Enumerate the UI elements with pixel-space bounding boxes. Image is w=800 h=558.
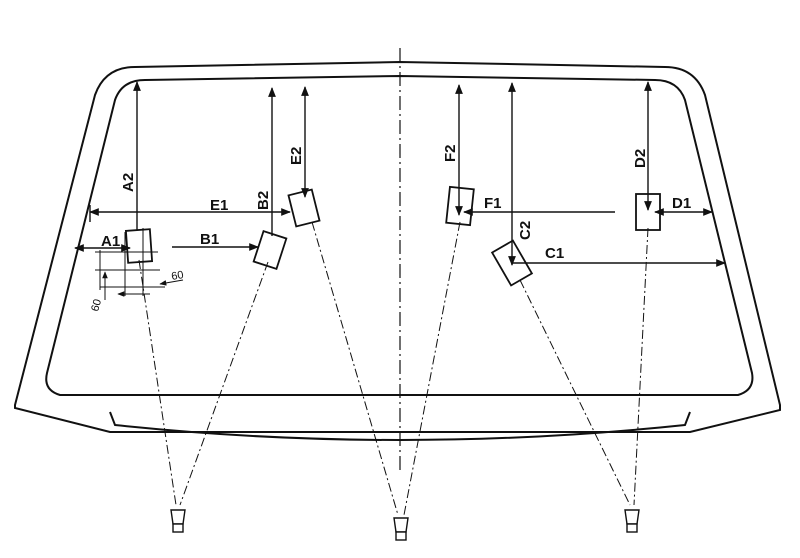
label-60-left: 60 [89, 298, 104, 313]
bracket-e [287, 188, 321, 228]
label-f2: F2 [442, 144, 459, 162]
label-d2: D2 [632, 149, 649, 168]
label-b2: B2 [255, 191, 272, 210]
frame-inner-edge [45, 74, 754, 396]
nozzle-right-icon [624, 509, 640, 533]
label-60-right: 60 [170, 269, 184, 283]
nozzle-center-icon [393, 517, 409, 541]
label-d1: D1 [672, 195, 691, 212]
dimension-arrows [74, 81, 726, 267]
leader-lines [138, 221, 649, 516]
frame-outer-edge [14, 60, 781, 433]
bracket-a [124, 228, 154, 264]
label-b1: B1 [200, 231, 219, 248]
nozzle-left-icon [170, 509, 186, 533]
label-f1: F1 [484, 195, 502, 212]
label-e1: E1 [210, 197, 228, 214]
bracket-f [445, 185, 475, 227]
label-a1: A1 [101, 233, 120, 250]
label-c2: C2 [517, 221, 534, 240]
label-e2: E2 [288, 147, 305, 165]
label-c1: C1 [545, 245, 564, 262]
washer-nozzles [170, 509, 640, 541]
bracket-b [252, 229, 288, 271]
bracket-a-detail [95, 228, 184, 300]
label-a2: A2 [120, 173, 137, 192]
